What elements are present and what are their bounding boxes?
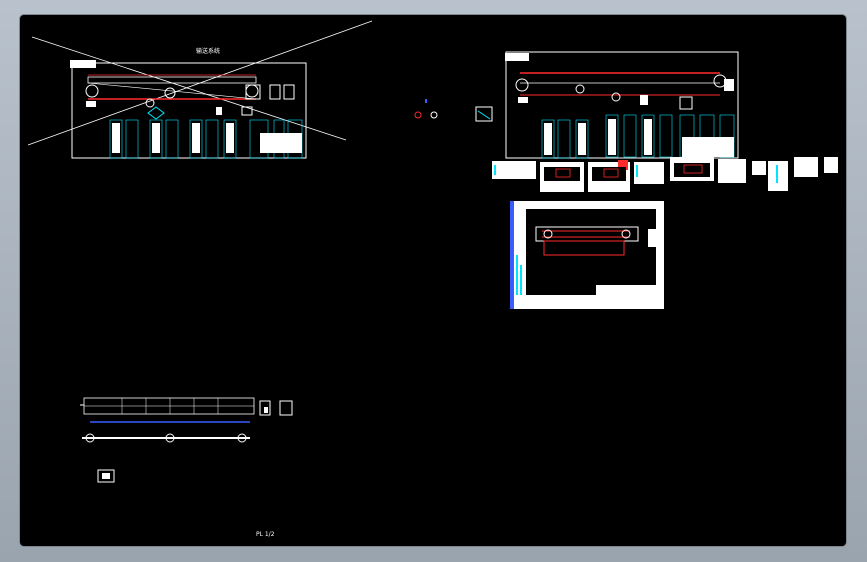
cad-drawing-canvas[interactable]: 输送系统 PL 1/2 bbox=[20, 15, 846, 546]
page-label: PL 1/2 bbox=[256, 531, 275, 538]
conveyor-title-label: 输送系统 bbox=[196, 48, 221, 55]
detail-boxes-row[interactable] bbox=[492, 157, 838, 192]
sheet-large-white[interactable] bbox=[510, 201, 664, 309]
cad-drawing-svg bbox=[27, 20, 838, 483]
shaft-assembly[interactable] bbox=[80, 397, 293, 483]
detail-center-small[interactable] bbox=[414, 99, 493, 122]
sheet-top-left[interactable] bbox=[27, 20, 373, 159]
sheet-top-right[interactable] bbox=[505, 51, 739, 159]
